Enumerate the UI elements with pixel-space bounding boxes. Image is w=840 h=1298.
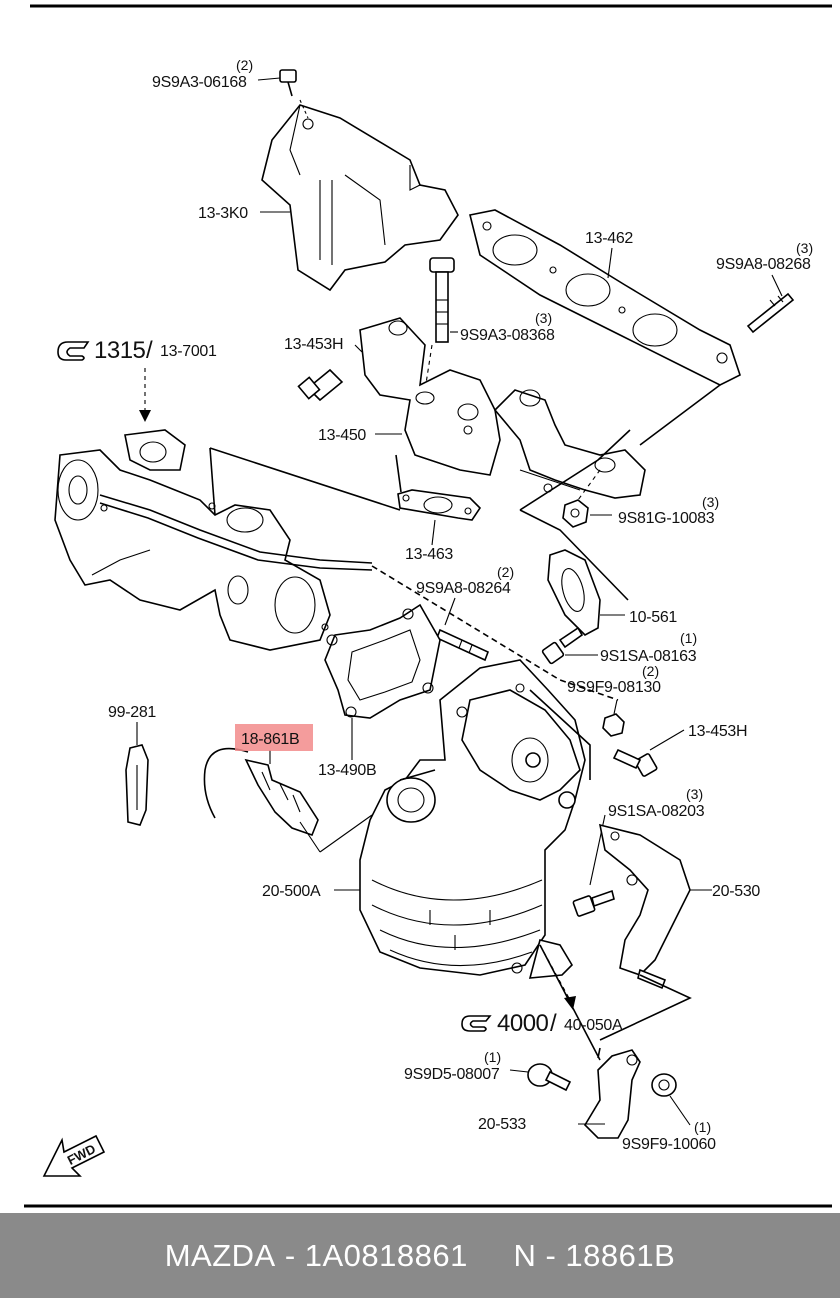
long-bolt-9s9a3-08368 (424, 257, 458, 391)
gasket-13-490b (324, 603, 441, 760)
nut-9s9f9-10060 (651, 1073, 691, 1126)
stud-9s9a8-08264 (435, 597, 490, 662)
label-13-462[interactable]: 13-462 (585, 230, 634, 247)
label-13-453h-lower[interactable]: 13-453H (688, 723, 748, 740)
bolt-9s9a3-06168 (257, 69, 309, 119)
qty-9s1sa-08203: (3) (686, 786, 703, 802)
ref-group-1315[interactable]: 1315 (94, 337, 146, 364)
bracket-20-530 (598, 823, 712, 990)
stud-9s9a8-08268 (746, 274, 795, 334)
footer-separator-2: - (536, 1237, 566, 1273)
qty-9s81g-10083: (3) (702, 494, 719, 510)
bracket-10-561 (547, 549, 625, 636)
oxygen-sensor-18-861b (203, 747, 373, 853)
qty-9s9a8-08268: (3) (796, 240, 813, 256)
label-9s9f9-08130[interactable]: 9S9F9-08130 (567, 679, 661, 696)
label-20-533[interactable]: 20-533 (478, 1116, 527, 1133)
label-9s9a3-06168[interactable]: 9S9A3-06168 (152, 74, 247, 91)
qty-9s9d5-08007: (1) (484, 1049, 501, 1065)
clip-99-281 (125, 722, 149, 826)
bolt-9s1sa-08163 (541, 626, 598, 665)
label-99-281[interactable]: 99-281 (108, 704, 157, 721)
footer-gap (468, 1238, 514, 1274)
footer-code: 18861B (565, 1237, 676, 1273)
turbocharger-reference (54, 429, 373, 651)
exploded-parts-diagram: FWD (2) 9S9A3-06168 13-3K0 13-462 (3) 9S… (24, 4, 832, 1208)
gasket-13-462 (469, 209, 741, 386)
part-number-footer: MAZDA - 1A0818861 N - 18861B (0, 1213, 840, 1298)
label-9s9a3-08368[interactable]: 9S9A3-08368 (460, 327, 555, 344)
label-9s9a8-08264[interactable]: 9S9A8-08264 (416, 580, 511, 597)
qty-9s9a8-08264: (2) (497, 564, 514, 580)
nut-9s81g-10083 (562, 469, 612, 528)
label-13-3k0[interactable]: 13-3K0 (198, 205, 248, 222)
label-18-861b[interactable]: 18-861B (241, 731, 300, 748)
bracket-20-533 (578, 1047, 641, 1139)
nut-9s9f9-08130 (602, 699, 625, 737)
qty-9s9f9-08130: (2) (642, 663, 659, 679)
reference-hand-icon-top (57, 341, 90, 361)
label-9s1sa-08163[interactable]: 9S1SA-08163 (600, 648, 697, 665)
ref-group-4000[interactable]: 4000 (497, 1010, 549, 1037)
catalytic-converter-20-500a (359, 659, 586, 979)
gasket-13-463 (397, 489, 482, 546)
footer-code-prefix: N (513, 1237, 537, 1273)
label-9s9f9-10060[interactable]: 9S9F9-10060 (622, 1136, 716, 1153)
footer-separator: - (275, 1237, 305, 1273)
label-13-463[interactable]: 13-463 (405, 546, 454, 563)
label-9s1sa-08203[interactable]: 9S1SA-08203 (608, 803, 705, 820)
label-20-500a[interactable]: 20-500A (262, 883, 321, 900)
fwd-arrow-icon: FWD (42, 1134, 106, 1177)
label-10-561[interactable]: 10-561 (629, 609, 678, 626)
qty-9s1sa-08163: (1) (680, 630, 697, 646)
heat-cover-13-3k0 (261, 104, 459, 292)
label-9s9d5-08007[interactable]: 9S9D5-08007 (404, 1066, 500, 1083)
ref-part-40-050a[interactable]: 40-050A (564, 1017, 623, 1034)
ref-part-13-7001[interactable]: 13-7001 (160, 343, 217, 360)
label-13-453h-upper[interactable]: 13-453H (284, 336, 344, 353)
label-13-490b[interactable]: 13-490B (318, 762, 377, 779)
label-9s9a8-08268[interactable]: 9S9A8-08268 (716, 256, 811, 273)
svg-text:/: / (550, 1010, 557, 1037)
bolt-13-453h-lower (612, 729, 685, 777)
label-13-450[interactable]: 13-450 (318, 427, 367, 444)
qty-9s9a3-08368: (3) (535, 310, 552, 326)
qty-9s9f9-10060: (1) (694, 1119, 711, 1135)
bolt-9s9d5-08007 (509, 1063, 572, 1092)
bolt-9s1sa-08203 (572, 814, 615, 917)
bolt-13-453h-upper (297, 344, 363, 402)
highlight-box (235, 724, 313, 751)
label-20-530[interactable]: 20-530 (712, 883, 761, 900)
footer-part-number: 1A0818861 (304, 1237, 468, 1273)
reference-hand-icon-bottom (461, 1015, 492, 1032)
footer-brand: MAZDA (164, 1237, 276, 1273)
part-labels: (2) 9S9A3-06168 13-3K0 13-462 (3) 9S9A8-… (94, 57, 813, 1153)
svg-text:/: / (146, 337, 153, 364)
qty-9s9a3-06168: (2) (236, 57, 253, 73)
label-9s81g-10083[interactable]: 9S81G-10083 (618, 510, 715, 527)
exhaust-manifold-13-450 (359, 317, 646, 499)
